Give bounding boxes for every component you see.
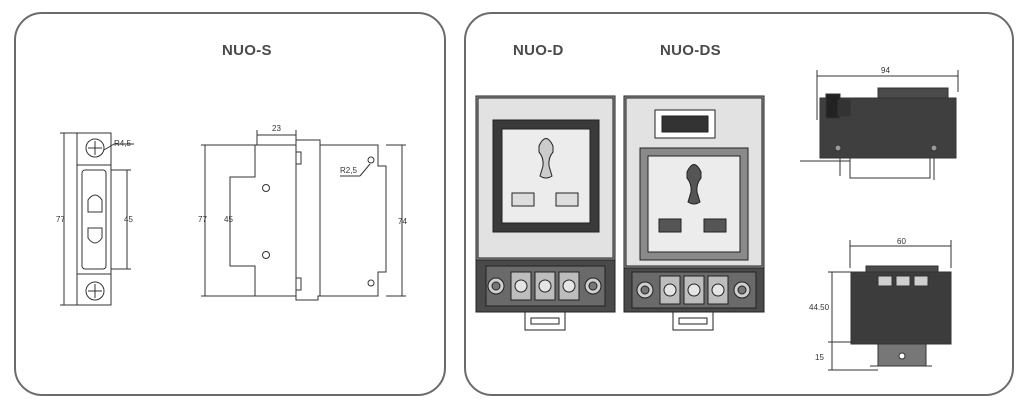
end-view-drawing [828,240,952,371]
front-height-inner: 45 [124,215,133,224]
screw-icon [85,138,105,158]
nuo-s-front-view [60,132,134,306]
nuo-s-side-view [201,130,406,301]
front-height-total: 77 [56,215,65,224]
nuo-s-title: NUO-S [222,42,272,59]
top-view-width: 94 [881,66,890,75]
front-radius: R4,5 [114,139,131,148]
side-width-top: 23 [272,124,281,133]
side-height-inner: 45 [224,215,233,224]
nuo-d-device [475,95,616,331]
nuo-d-title: NUO-D [513,42,564,59]
top-view-drawing [800,70,959,180]
end-view-height-body: 44.50 [809,303,830,312]
side-radius: R2,5 [340,166,357,175]
side-height-right: 74 [398,217,407,226]
nuo-ds-title: NUO-DS [660,42,721,59]
end-view-width: 60 [897,237,906,246]
screw-icon [85,281,105,301]
nuo-ds-device [623,95,765,331]
end-view-height-base: 15 [815,353,824,362]
side-height-total: 77 [198,215,207,224]
